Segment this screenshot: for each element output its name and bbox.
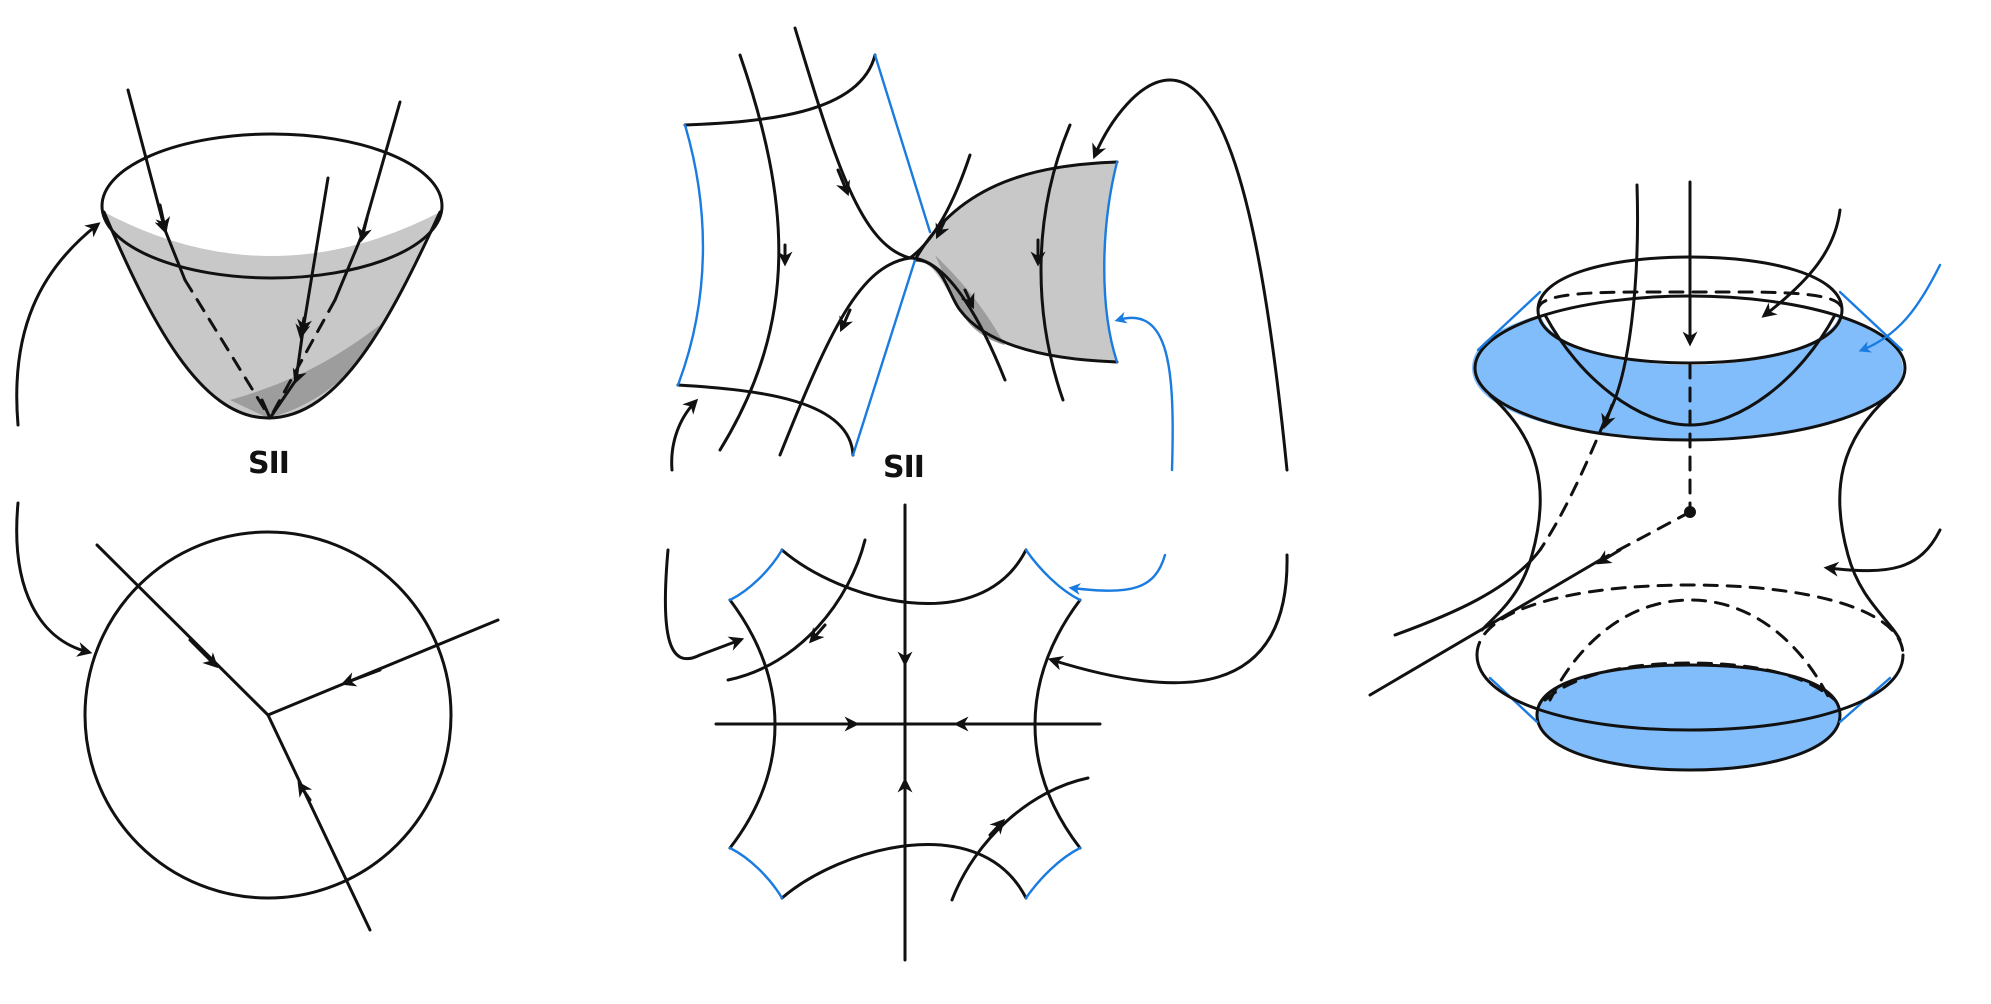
bowl-surface <box>104 212 440 418</box>
connector-arrow-down <box>15 501 93 657</box>
middle-diagram-label: SII <box>883 450 925 485</box>
connector-arrow-up <box>15 222 101 427</box>
bottom-blue-annulus <box>1537 665 1840 770</box>
disk-circle <box>83 530 453 900</box>
saddle-sheet <box>915 162 1117 362</box>
star-region-diagram <box>663 503 1289 962</box>
paraboloid-bowl <box>15 88 444 427</box>
left-diagram-label: SII <box>248 446 290 481</box>
disk-diagram <box>15 501 500 932</box>
bowl-shadow <box>230 325 380 418</box>
hyperboloid-diagram <box>1368 180 1942 772</box>
bowl-rim <box>100 132 444 280</box>
saddle-diagram <box>670 26 1289 472</box>
